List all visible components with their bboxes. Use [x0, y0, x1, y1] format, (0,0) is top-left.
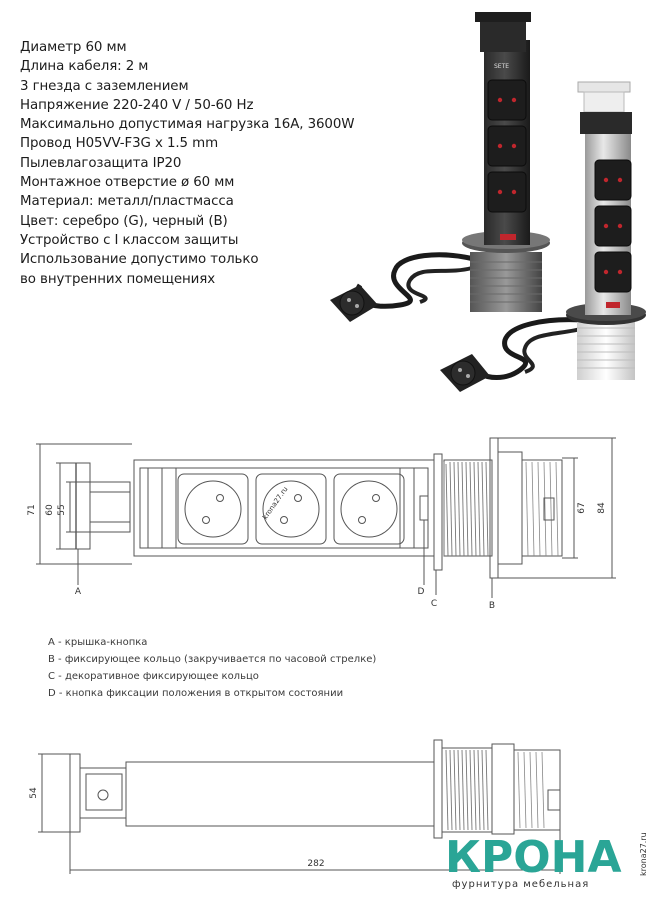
spec-material: Материал: металл/пластмасса: [20, 194, 234, 210]
spec-wire: Провод H05VV-F3G x 1.5 mm: [20, 136, 219, 152]
marker-a: A: [75, 587, 82, 597]
brand-name: КРОНА: [445, 832, 622, 883]
spec-color: Цвет: серебро (G), черный (B): [20, 213, 228, 229]
brand-logo: КРОНА фурнитура мебельная krona27.ru: [445, 832, 648, 890]
legend-item-b: B - фиксирующее кольцо (закручивается по…: [48, 654, 377, 665]
dim-282: 282: [307, 859, 324, 869]
spec-mount-hole: Монтажное отверстие ø 60 мм: [20, 175, 235, 191]
marker-c: C: [431, 599, 437, 609]
legend-item-a: A - крышка-кнопка: [48, 637, 148, 648]
spec-ip-rating: Пылевлагозащита IP20: [20, 155, 182, 171]
spec-usage-1: Использование допустимо только: [20, 252, 259, 268]
black-plug-icon: [330, 285, 378, 322]
dim-71: 71: [27, 504, 37, 515]
brand-side-url: krona27.ru: [639, 832, 648, 876]
dim-55: 55: [57, 504, 67, 515]
spec-usage-2: во внутренних помещениях: [20, 271, 216, 287]
black-tower-brand: SETE: [494, 63, 509, 70]
dim-84: 84: [597, 502, 607, 514]
watermark-text: krona27.ru: [261, 485, 289, 521]
spec-sockets: 3 гнезда с заземлением: [20, 78, 189, 94]
dim-54: 54: [29, 787, 39, 799]
silver-socket-tower: [440, 81, 646, 392]
bottom-technical-drawing: [38, 739, 561, 874]
dim-60: 60: [45, 504, 55, 516]
spec-cable-length: Длина кабеля: 2 м: [20, 59, 149, 75]
silver-plug-icon: [440, 354, 490, 392]
spec-max-load: Максимально допустимая нагрузка 16A, 360…: [20, 117, 355, 133]
spec-protection-class: Устройство с I классом защиты: [20, 232, 239, 248]
marker-d: D: [418, 587, 425, 597]
marker-b: B: [489, 601, 495, 611]
brand-tagline: фурнитура мебельная: [452, 879, 589, 890]
legend-item-d: D - кнопка фиксации положения в открытом…: [48, 688, 344, 699]
black-socket-tower: SETE: [330, 12, 550, 322]
specifications-list: Диаметр 60 мм Длина кабеля: 2 м 3 гнезда…: [20, 38, 355, 289]
spec-voltage: Напряжение 220-240 V / 50-60 Hz: [20, 97, 254, 113]
legend-item-c: C - декоративное фиксирующее кольцо: [48, 671, 259, 682]
dim-67: 67: [577, 502, 587, 513]
side-technical-drawing: [36, 437, 616, 598]
drawing-legend: A - крышка-кнопка B - фиксирующее кольцо…: [48, 634, 376, 702]
spec-diameter: Диаметр 60 мм: [20, 40, 127, 55]
